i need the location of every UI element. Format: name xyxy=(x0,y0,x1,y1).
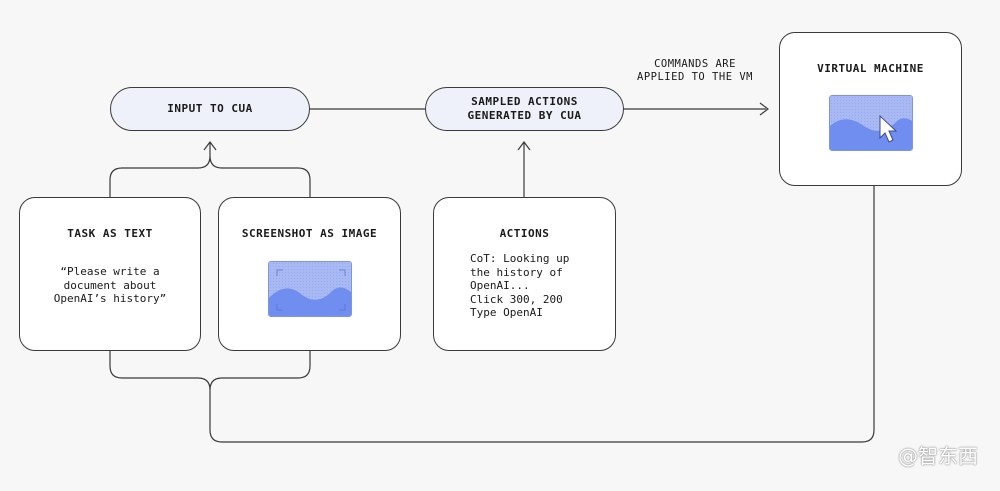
task-as-text-title: TASK AS TEXT xyxy=(67,227,153,240)
bracket-bottom xyxy=(109,350,311,391)
arrowhead-sampled xyxy=(517,141,531,151)
commands-applied-label: COMMANDS ARE APPLIED TO THE VM xyxy=(637,58,753,83)
virtual-machine-title: VIRTUAL MACHINE xyxy=(817,62,924,75)
feedback-loop xyxy=(209,186,875,443)
mouse-cursor-icon xyxy=(879,114,898,143)
watermark-text: @智东西 xyxy=(898,444,978,468)
input-to-cua-label: INPUT TO CUA xyxy=(167,102,253,115)
actions-box: ACTIONS CoT: Looking up the history of O… xyxy=(433,197,616,351)
screenshot-as-image-box: SCREENSHOT AS IMAGE xyxy=(218,197,401,351)
screenshot-as-image-title: SCREENSHOT AS IMAGE xyxy=(241,227,378,240)
arrowhead-vm xyxy=(759,102,769,116)
sampled-actions-label: SAMPLED ACTIONS GENERATED BY CUA xyxy=(467,95,582,122)
sampled-actions-pill: SAMPLED ACTIONS GENERATED BY CUA xyxy=(425,87,624,131)
actions-body: CoT: Looking up the history of OpenAI...… xyxy=(470,252,570,319)
vm-screen-icon xyxy=(829,95,913,151)
actions-title: ACTIONS xyxy=(499,227,550,240)
task-text-body: “Please write a document about OpenAI’s … xyxy=(53,265,167,305)
input-to-cua-pill: INPUT TO CUA xyxy=(110,87,310,131)
task-as-text-box: TASK AS TEXT “Please write a document ab… xyxy=(19,197,201,351)
bracket-top xyxy=(109,143,311,197)
arrowhead-input xyxy=(203,141,217,151)
virtual-machine-box: VIRTUAL MACHINE xyxy=(779,32,962,186)
screenshot-image-icon xyxy=(268,261,352,317)
